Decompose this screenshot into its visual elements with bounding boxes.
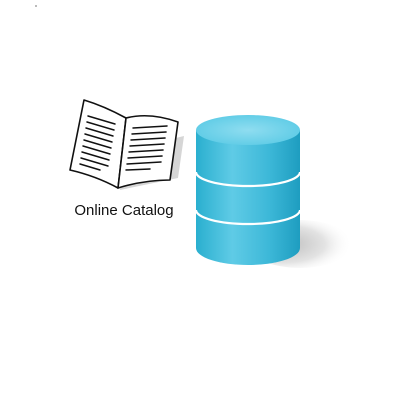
database-cylinder-icon [194,115,352,268]
corner-mark [35,5,37,7]
online-catalog-label: Online Catalog [74,202,174,219]
open-book-icon [69,99,184,190]
